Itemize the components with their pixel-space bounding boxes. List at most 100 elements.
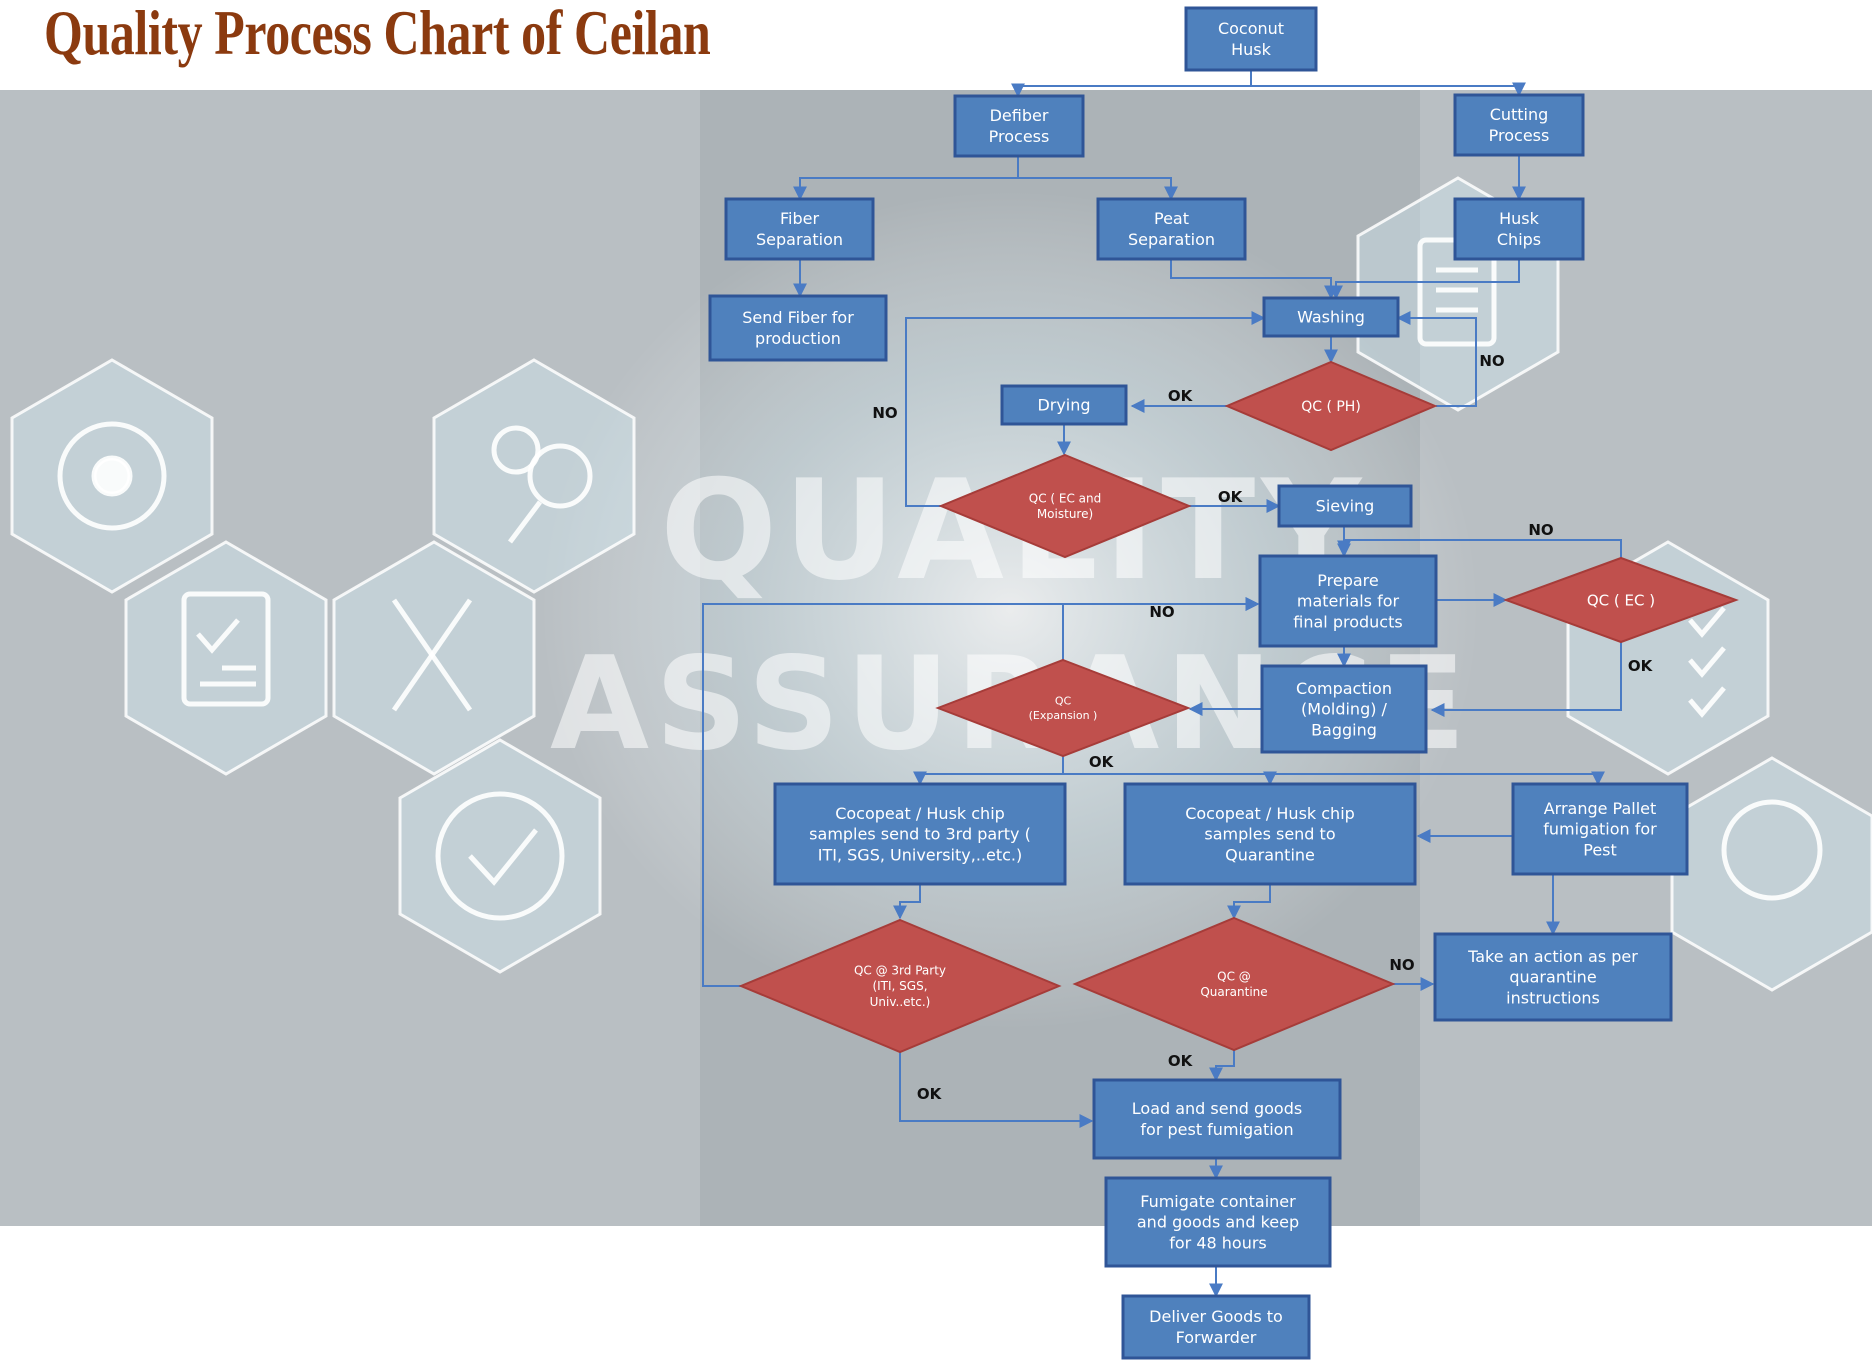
node-text-line: Cocopeat / Husk chip: [835, 804, 1005, 823]
process-box: [1262, 296, 1400, 338]
node-text-line: Forwarder: [1176, 1328, 1257, 1347]
node-washing: Washing: [1262, 296, 1400, 338]
node-text-line: Process: [989, 127, 1050, 146]
node-text-line: Prepare: [1317, 571, 1378, 590]
edge-chips-to-washing: [1329, 259, 1520, 300]
process-box: [773, 782, 1067, 886]
edge-defiber-to-peat: [1018, 177, 1178, 201]
process-box: [1121, 1294, 1311, 1360]
process-box: [1260, 664, 1428, 754]
process-box: [1104, 1176, 1332, 1268]
process-box: [1258, 554, 1438, 648]
node-text-line: Deliver Goods to: [1149, 1307, 1283, 1326]
node-samples-3rd-party: Cocopeat / Husk chip samples send to 3rd …: [773, 782, 1067, 886]
label-ok-qc-ec: OK: [1628, 657, 1654, 675]
flowchart-nodes: CoconutHuskDefiberProcessCuttingProcessF…: [708, 6, 1739, 1360]
node-text-line: Moisture): [1037, 507, 1093, 521]
checklist-icon: [124, 540, 328, 776]
decision-diamond: [1072, 916, 1396, 1052]
edge-qc3rd-no-to-prepare: [702, 597, 1260, 987]
node-text-line: Husk: [1231, 40, 1272, 59]
node-text-line: Coconut: [1218, 19, 1284, 38]
node-qc-3rd-party: QC @ 3rd Party(ITI, SGS,Univ..etc.): [738, 918, 1062, 1054]
node-text-line: for 48 hours: [1169, 1233, 1267, 1252]
connectors: [702, 70, 1622, 1298]
node-text-line: production: [755, 329, 841, 348]
node-text-line: Compaction: [1296, 679, 1392, 698]
node-text-line: Cutting: [1490, 105, 1549, 124]
node-drying: Drying: [1000, 384, 1128, 426]
edge-qcph-no-to-washing: [1396, 311, 1477, 407]
edge-qcexp-ok-to-pallet: [1270, 771, 1605, 786]
edge-peat-to-washing: [1170, 259, 1338, 300]
label-ok-quarantine: OK: [1168, 1052, 1194, 1070]
node-text-line: Cocopeat / Husk chip: [1185, 804, 1355, 823]
node-text-line: instructions: [1506, 988, 1600, 1007]
process-box: [1123, 782, 1417, 886]
edge-qcec-ok-to-compaction: [1430, 642, 1622, 717]
node-text-line: (Molding) /: [1301, 700, 1388, 719]
edge-labels: NO OK NO OK NO NO OK OK NO OK OK: [872, 352, 1653, 1103]
node-qc-quarantine: QC @ Quarantine: [1072, 916, 1396, 1052]
label-no-qc-ec: NO: [1528, 521, 1553, 539]
edge-3rdparty-to-qc3rd: [893, 884, 921, 920]
decision-diamond: [935, 658, 1191, 758]
label-ok-ec-moisture: OK: [1218, 488, 1244, 506]
node-text-line: fumigation for: [1543, 820, 1657, 839]
process-box: [1433, 932, 1673, 1022]
node-text-line: Separation: [756, 230, 843, 249]
label-no-quarantine: NO: [1389, 956, 1414, 974]
process-box: [1092, 1078, 1342, 1160]
node-text-line: Arrange Pallet: [1544, 799, 1657, 818]
edge-quarantine-to-qcq: [1227, 884, 1271, 920]
node-sieving: Sieving: [1277, 484, 1413, 528]
process-box: [708, 294, 888, 362]
process-box: [953, 94, 1085, 158]
node-text-line: Take an action as per: [1467, 947, 1638, 966]
process-box: [1277, 484, 1413, 528]
node-text-line: Defiber: [990, 106, 1049, 125]
node-text-line: Husk: [1499, 209, 1540, 228]
node-text-line: Quarantine: [1200, 985, 1267, 999]
node-text-line: Process: [1489, 126, 1550, 145]
edge-qcexp-ok-to-3rdparty: [913, 756, 1064, 786]
node-text-line: Sieving: [1316, 497, 1375, 516]
edge-qcecm-no-to-washing: [905, 311, 1266, 507]
node-text-line: Chips: [1497, 230, 1541, 249]
edge-husk-to-cutting: [1251, 82, 1526, 97]
node-text-line: QC ( PH): [1301, 399, 1361, 415]
node-text-line: final products: [1293, 612, 1402, 631]
decision-diamond: [1224, 360, 1438, 452]
process-box: [1184, 6, 1318, 72]
node-text-line: for pest fumigation: [1140, 1120, 1293, 1139]
label-ok-3rd-party: OK: [917, 1085, 943, 1103]
edge-qc3rd-ok-to-load: [899, 1052, 1094, 1128]
node-text-line: samples send to 3rd party (: [809, 825, 1031, 844]
node-text-line: (Expansion ): [1029, 709, 1098, 722]
node-text-line: (ITI, SGS,: [872, 979, 927, 993]
node-qc-ec: QC ( EC ): [1503, 556, 1739, 644]
edge-husk-to-defiber: [1011, 70, 1252, 98]
edge-qcec-no-to-prepare: [1337, 539, 1622, 558]
label-ok-expansion: OK: [1089, 753, 1115, 771]
label-no-3rd-party: NO: [1149, 603, 1174, 621]
process-box: [1453, 197, 1585, 261]
node-text-line: samples send to: [1204, 825, 1335, 844]
node-take-action: Take an action as perquarantineinstructi…: [1433, 932, 1673, 1022]
node-text-line: Peat: [1154, 209, 1189, 228]
process-box: [1096, 197, 1247, 261]
node-text-line: QC @: [1217, 969, 1251, 983]
node-text-line: Drying: [1037, 396, 1090, 415]
decision-diamond: [938, 453, 1192, 559]
